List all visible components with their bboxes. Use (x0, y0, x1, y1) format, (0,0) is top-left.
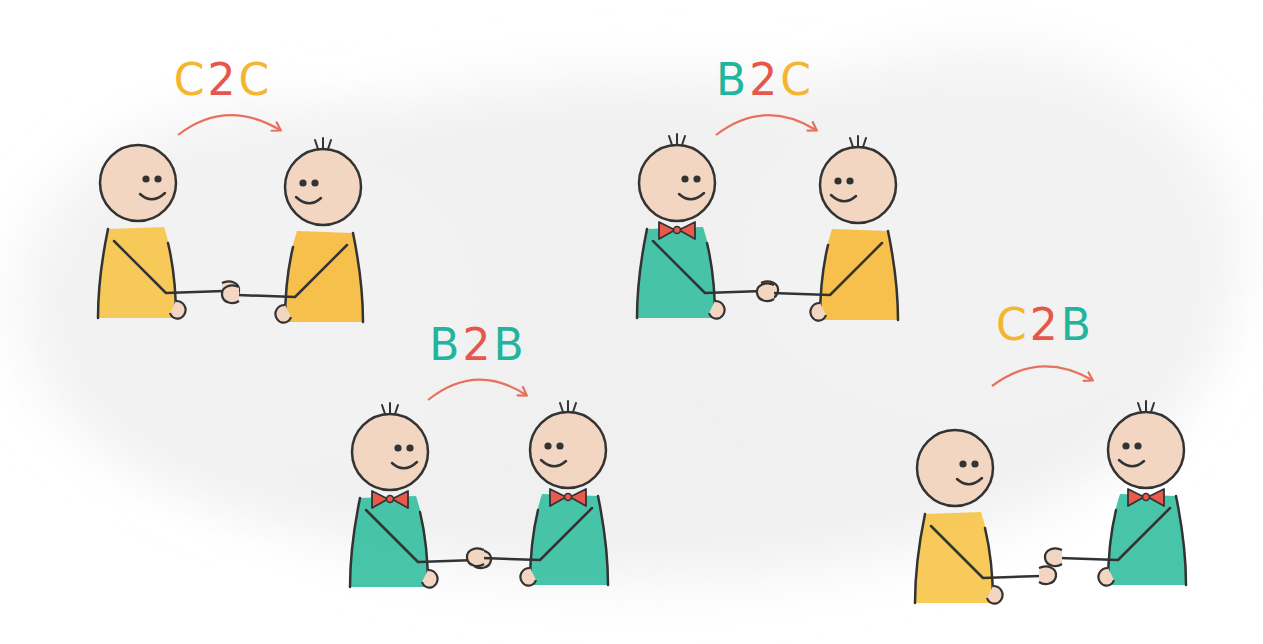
label-glyph: 2 (208, 54, 239, 105)
consumer-figure (222, 138, 363, 323)
b2c-pair (637, 134, 898, 321)
curved-arrow (178, 115, 280, 135)
c2c-pair (98, 138, 363, 323)
model-label: C2C (174, 58, 272, 102)
model-label: B2C (716, 58, 814, 102)
label-glyph: C (239, 54, 273, 105)
model-label: B2B (429, 323, 526, 367)
consumer-figure (915, 430, 1056, 604)
curved-arrow (716, 115, 816, 135)
label-glyph: B (494, 319, 527, 370)
c2b-pair (915, 401, 1186, 604)
business-figure (467, 401, 608, 586)
curved-arrow (428, 380, 526, 400)
label-glyph: 2 (749, 54, 780, 105)
label-glyph: B (429, 319, 462, 370)
label-glyph: B (1061, 299, 1094, 350)
label-glyph: C (174, 54, 208, 105)
direction-arrows (178, 115, 1092, 400)
label-glyph: 2 (463, 319, 494, 370)
consumer-figure (98, 145, 239, 319)
b2b-pair (350, 401, 608, 588)
background-cloud (20, 50, 1240, 580)
consumer-figure (757, 136, 898, 321)
model-label: C2B (996, 303, 1094, 347)
label-glyph: B (716, 54, 749, 105)
label-glyph: 2 (1030, 299, 1061, 350)
label-glyph: C (780, 54, 814, 105)
business-figure (1045, 401, 1186, 586)
curved-arrow (992, 366, 1092, 386)
label-glyph: C (996, 299, 1030, 350)
